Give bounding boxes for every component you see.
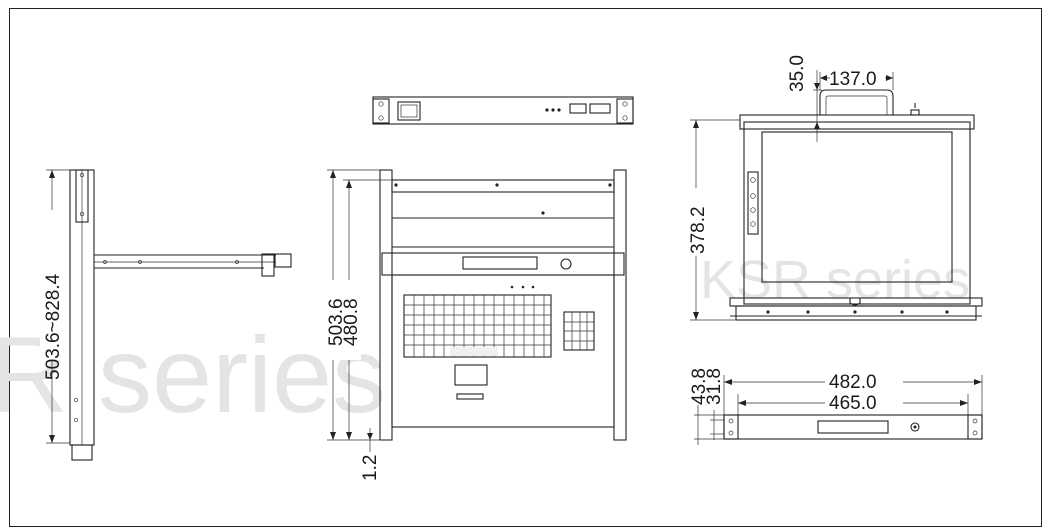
closed-front-view (694, 371, 983, 445)
dim-rack-ear-width: 482.0 (829, 372, 877, 393)
dim-front-offset: 1.2 (360, 455, 381, 481)
dim-unit-height: 43.8 (689, 368, 710, 405)
dim-front-inner: 480.8 (341, 298, 362, 346)
dim-handle-height: 35.0 (787, 55, 808, 92)
dim-handle-width: 137.0 (829, 69, 877, 90)
drawing-frame (9, 8, 1042, 527)
dim-lcd-height: 378.2 (688, 206, 709, 254)
side-view (40, 169, 292, 461)
dim-chassis-width: 465.0 (829, 393, 877, 414)
rear-view (372, 96, 634, 125)
watermark-left: R series (0, 314, 386, 435)
dim-chassis-height: 31.8 (704, 368, 725, 405)
lcd-view (686, 68, 983, 321)
dim-front-total: 503.6 (326, 298, 347, 346)
watermark-right: KSR series (700, 250, 970, 310)
front-view (326, 169, 627, 452)
dim-side-travel: 503.6~828.4 (43, 273, 64, 380)
